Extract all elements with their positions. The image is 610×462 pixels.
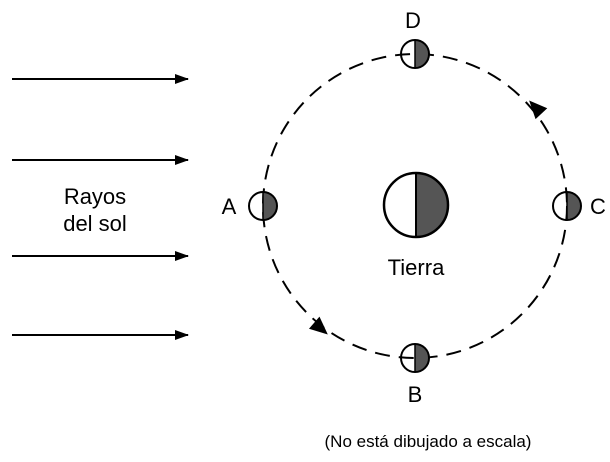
position-label-d: D (405, 8, 421, 33)
sun-rays-label-line1: Rayos (64, 184, 126, 209)
position-label-c: C (590, 194, 606, 219)
orbit-direction-arrow-lower-left (308, 316, 328, 335)
sun-rays-label-line2: del sol (63, 211, 127, 236)
moon-c-icon (552, 191, 582, 221)
earth-label: Tierra (388, 255, 445, 280)
position-label-a: A (222, 194, 237, 219)
moon-b-icon (400, 343, 430, 373)
position-label-b: B (408, 382, 423, 407)
moon-a-icon (248, 191, 278, 221)
earth-icon (382, 171, 450, 239)
sun-rays (12, 74, 189, 340)
orbit-direction-arrow-upper-right (529, 100, 548, 120)
moon-d-icon (400, 39, 430, 69)
scale-note: (No está dibujado a escala) (325, 432, 532, 451)
